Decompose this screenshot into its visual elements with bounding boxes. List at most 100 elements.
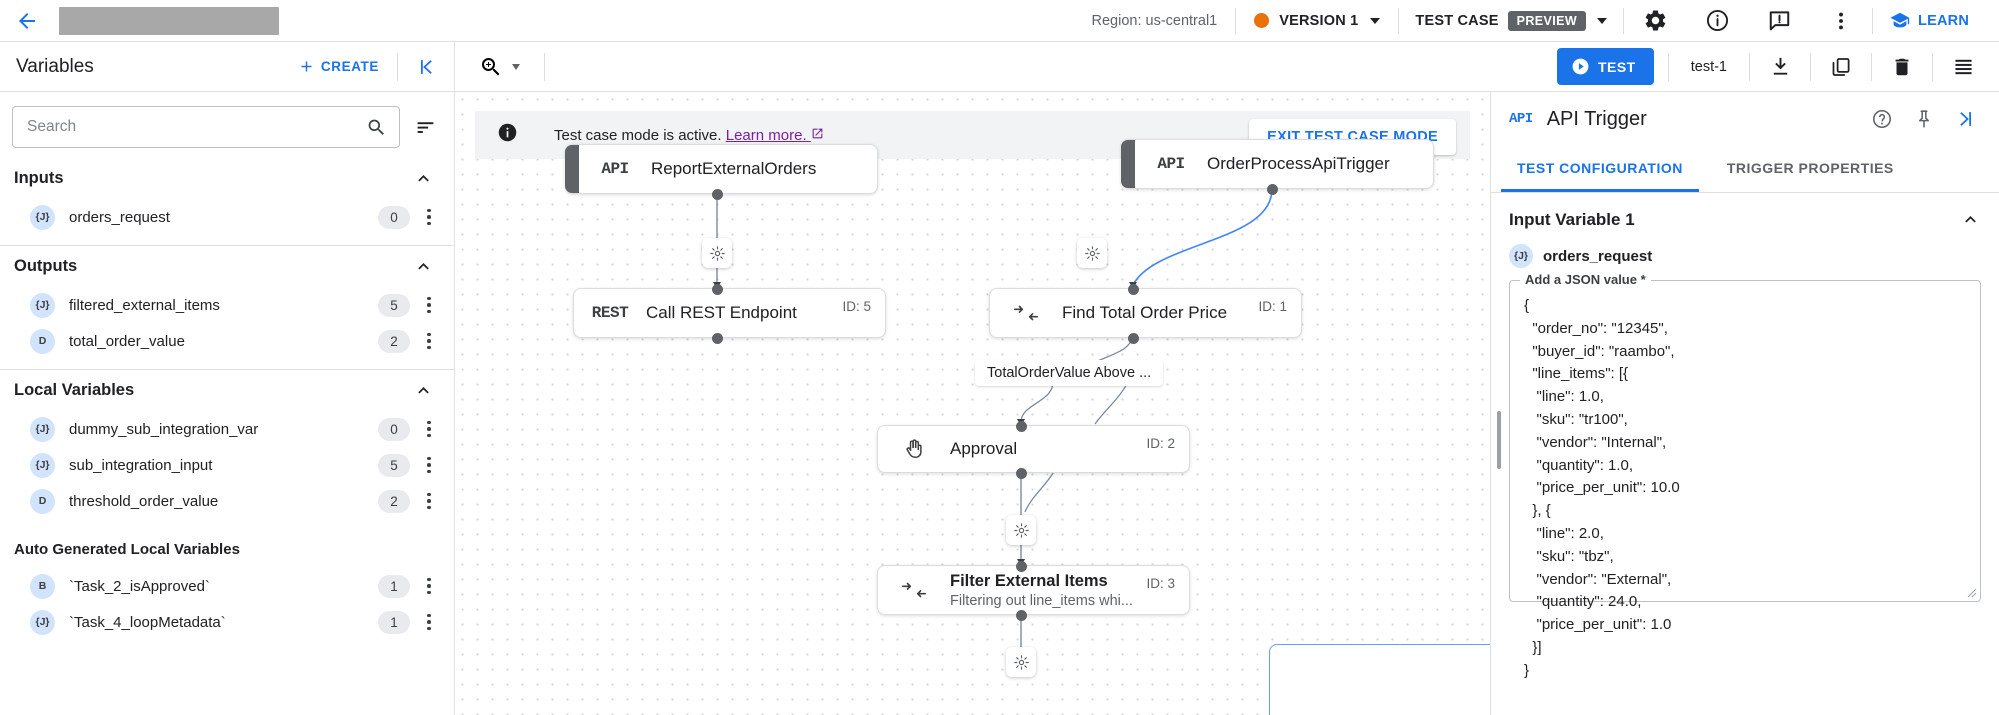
json-value-field[interactable]: Add a JSON value * { "order_no": "12345"… bbox=[1497, 272, 1981, 679]
chevron-down-icon bbox=[1370, 17, 1381, 24]
node-find-total-order-price[interactable]: Find Total Order Price ID: 1 bbox=[989, 288, 1302, 338]
variable-row[interactable]: B `Task_2_isApproved` 1 bbox=[0, 568, 454, 604]
edge-settings-button[interactable] bbox=[1077, 238, 1107, 268]
variables-heading: Variables bbox=[16, 55, 94, 77]
edge-settings-button[interactable] bbox=[1006, 515, 1036, 545]
feedback-button[interactable] bbox=[1748, 0, 1810, 42]
variable-menu-button[interactable] bbox=[418, 489, 440, 514]
node-id: ID: 2 bbox=[1146, 436, 1175, 451]
node-output-port[interactable] bbox=[1267, 184, 1278, 195]
node-input-port[interactable] bbox=[1128, 284, 1139, 295]
node-output-port[interactable] bbox=[1016, 610, 1027, 621]
sub-toolbar: Variables CREATE TEST test-1 bbox=[0, 42, 1999, 92]
node-call-rest-endpoint[interactable]: REST Call REST Endpoint ID: 5 bbox=[573, 288, 886, 338]
variable-row[interactable]: {J} filtered_external_items 5 bbox=[0, 287, 454, 323]
version-selector[interactable]: VERSION 1 bbox=[1236, 13, 1398, 29]
info-button[interactable] bbox=[1686, 0, 1748, 42]
sort-button[interactable] bbox=[410, 117, 440, 138]
node-output-port[interactable] bbox=[712, 189, 723, 200]
variable-count: 2 bbox=[378, 329, 410, 353]
region-label: Region: us-central1 bbox=[1091, 12, 1218, 29]
node-order-process-api-trigger[interactable]: API OrderProcessApiTrigger bbox=[1121, 139, 1434, 189]
variable-row[interactable]: {J} orders_request 0 bbox=[0, 199, 454, 235]
delete-icon bbox=[1895, 58, 1909, 75]
create-variable-button[interactable]: CREATE bbox=[280, 58, 397, 75]
variable-menu-button[interactable] bbox=[418, 610, 440, 635]
section-header-inputs[interactable]: Inputs bbox=[0, 158, 454, 199]
variable-type-badge: {J} bbox=[1509, 244, 1533, 268]
variable-row[interactable]: {J} `Task_4_loopMetadata` 1 bbox=[0, 604, 454, 640]
download-button[interactable] bbox=[1750, 42, 1810, 92]
variable-name: threshold_order_value bbox=[69, 492, 219, 510]
copy-icon bbox=[1832, 57, 1850, 76]
variable-menu-button[interactable] bbox=[418, 329, 440, 354]
node-output-port[interactable] bbox=[712, 333, 723, 344]
node-input-port[interactable] bbox=[712, 284, 723, 295]
test-case-selector[interactable]: TEST CASE PREVIEW bbox=[1399, 10, 1623, 31]
run-test-button[interactable]: TEST bbox=[1556, 48, 1654, 85]
gear-icon bbox=[1645, 10, 1665, 31]
edge-condition-label[interactable]: TotalOrderValue Above ... bbox=[975, 360, 1164, 386]
variable-menu-button[interactable] bbox=[418, 293, 440, 318]
edge-settings-button[interactable] bbox=[1006, 647, 1036, 677]
selected-node-placeholder[interactable] bbox=[1269, 644, 1490, 715]
variable-name: sub_integration_input bbox=[69, 456, 213, 474]
copy-button[interactable] bbox=[1811, 42, 1871, 92]
node-approval[interactable]: Approval ID: 2 bbox=[877, 425, 1190, 473]
collapse-panel-button[interactable] bbox=[1945, 98, 1987, 140]
variable-row[interactable]: D total_order_value 2 bbox=[0, 323, 454, 359]
delete-button[interactable] bbox=[1872, 42, 1932, 92]
tab-test-configuration[interactable]: TEST CONFIGURATION bbox=[1501, 146, 1699, 192]
variable-row[interactable]: {J} sub_integration_input 5 bbox=[0, 447, 454, 483]
variable-menu-button[interactable] bbox=[418, 417, 440, 442]
node-id: ID: 1 bbox=[1258, 299, 1287, 314]
api-icon: API bbox=[1157, 155, 1185, 173]
more-options-button[interactable] bbox=[1810, 0, 1872, 42]
variable-row[interactable]: D threshold_order_value 2 bbox=[0, 483, 454, 519]
json-scrollbar-thumb[interactable] bbox=[1497, 411, 1501, 469]
node-filter-external-items[interactable]: Filter External Items Filtering out line… bbox=[877, 565, 1190, 615]
logs-button[interactable] bbox=[1933, 42, 1993, 92]
node-output-port[interactable] bbox=[1128, 333, 1139, 344]
settings-button[interactable] bbox=[1624, 0, 1686, 42]
node-input-port[interactable] bbox=[1016, 561, 1027, 572]
banner-message: Test case mode is active. bbox=[554, 126, 722, 144]
variable-menu-button[interactable] bbox=[418, 453, 440, 478]
json-value-text[interactable]: { "order_no": "12345", "buyer_id": "raam… bbox=[1524, 297, 1680, 679]
test-label: TEST bbox=[1597, 58, 1636, 75]
section-header-outputs[interactable]: Outputs bbox=[0, 246, 454, 287]
learn-more-link[interactable]: Learn more. bbox=[726, 127, 824, 144]
tab-trigger-properties[interactable]: TRIGGER PROPERTIES bbox=[1726, 160, 1894, 176]
node-output-port[interactable] bbox=[1016, 468, 1027, 479]
section-header-local-variables[interactable]: Local Variables bbox=[0, 370, 454, 411]
variable-name: orders_request bbox=[1543, 247, 1653, 265]
search-box[interactable] bbox=[12, 106, 400, 148]
variable-menu-button[interactable] bbox=[418, 205, 440, 230]
variable-menu-button[interactable] bbox=[418, 574, 440, 599]
input-variable-section-header[interactable]: Input Variable 1 bbox=[1509, 209, 1981, 230]
section-title: Auto Generated Local Variables bbox=[14, 541, 240, 558]
zoom-control[interactable] bbox=[455, 55, 544, 79]
help-button[interactable] bbox=[1861, 98, 1903, 140]
edge-settings-button[interactable] bbox=[702, 238, 732, 268]
back-button[interactable] bbox=[4, 0, 50, 42]
resize-grip-icon[interactable] bbox=[1967, 588, 1977, 598]
chevron-up-icon bbox=[413, 256, 434, 277]
test-case-name[interactable]: test-1 bbox=[1690, 58, 1727, 75]
flow-canvas[interactable]: Test case mode is active. Learn more. EX… bbox=[455, 92, 1490, 715]
page-title-redacted bbox=[59, 6, 279, 35]
variable-row[interactable]: {J} dummy_sub_integration_var 0 bbox=[0, 411, 454, 447]
node-input-port[interactable] bbox=[1016, 421, 1027, 432]
api-trigger-panel: API API Trigger TEST CONFIGURATION TRIGG… bbox=[1490, 92, 1999, 715]
node-report-external-orders[interactable]: API ReportExternalOrders bbox=[565, 144, 878, 194]
learn-button[interactable]: LEARN bbox=[1873, 10, 1995, 32]
help-icon bbox=[1872, 109, 1892, 129]
collapse-sidebar-button[interactable] bbox=[398, 56, 454, 78]
node-title: Call REST Endpoint bbox=[646, 303, 797, 322]
hand-icon bbox=[878, 437, 950, 461]
node-accent-stripe bbox=[1121, 140, 1135, 188]
search-input[interactable] bbox=[27, 118, 366, 136]
pin-button[interactable] bbox=[1903, 98, 1945, 140]
divider bbox=[1235, 7, 1237, 34]
section-title: Local Variables bbox=[14, 381, 135, 399]
